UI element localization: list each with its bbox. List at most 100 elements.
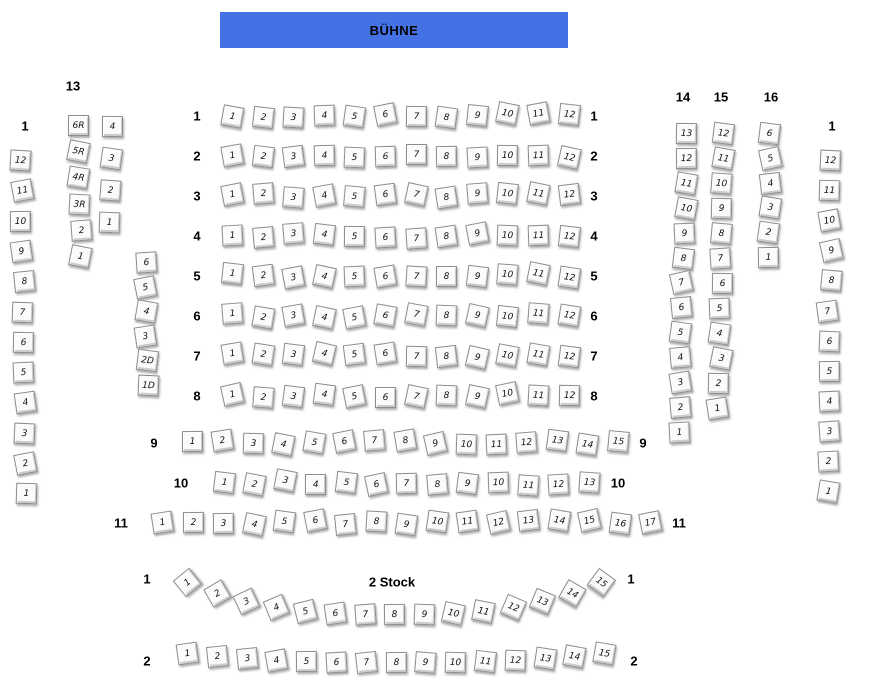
seat-row-4-10[interactable]: 10: [497, 224, 519, 246]
seat-row-6-1[interactable]: 1: [221, 302, 244, 326]
seat-right-col-16-6[interactable]: 6: [757, 121, 781, 146]
seat-right-col-15-5[interactable]: 5: [708, 297, 731, 320]
seat-row-9-5[interactable]: 5: [301, 430, 327, 455]
seat-row-8-1[interactable]: 1: [219, 382, 246, 408]
seat-row-3-5[interactable]: 5: [343, 185, 367, 209]
seat-stock-row-1-2[interactable]: 2: [202, 578, 232, 608]
seat-row-7-11[interactable]: 11: [526, 342, 551, 368]
seat-row-9-15[interactable]: 15: [606, 430, 630, 454]
seat-stock-row-2-3[interactable]: 3: [235, 647, 259, 671]
seat-row-1-6[interactable]: 6: [373, 102, 398, 128]
seat-row-7-2[interactable]: 2: [251, 342, 276, 367]
seat-row-6-5[interactable]: 5: [342, 304, 368, 330]
seat-row-2-4[interactable]: 4: [313, 144, 336, 167]
seat-gallery13-col-a-4R[interactable]: 4R: [66, 165, 91, 190]
seat-row-5-11[interactable]: 11: [526, 260, 551, 286]
seat-row-11-9[interactable]: 9: [394, 512, 419, 537]
seat-right-col-15-10[interactable]: 10: [710, 172, 734, 195]
seat-left-wall-12[interactable]: 12: [9, 149, 32, 172]
seat-row-10-2[interactable]: 2: [242, 472, 268, 498]
seat-row-4-8[interactable]: 8: [434, 224, 459, 249]
seat-right-col-15-8[interactable]: 8: [709, 222, 733, 245]
seat-row-5-4[interactable]: 4: [311, 264, 337, 290]
seat-right-col-16-2[interactable]: 2: [756, 220, 781, 245]
seat-row-7-9[interactable]: 9: [464, 345, 490, 371]
seat-stock-row-1-10[interactable]: 10: [441, 600, 467, 626]
seat-left-wall-6[interactable]: 6: [12, 331, 34, 353]
seat-stock-row-2-5[interactable]: 5: [296, 650, 318, 673]
seat-row-11-4[interactable]: 4: [241, 512, 267, 538]
seat-row-1-5[interactable]: 5: [343, 104, 367, 129]
seat-row-11-14[interactable]: 14: [546, 508, 572, 533]
seat-stock-row-2-8[interactable]: 8: [385, 651, 407, 674]
seat-left-wall-7[interactable]: 7: [11, 301, 34, 323]
seat-row-9-10[interactable]: 10: [455, 433, 477, 456]
seat-right-col-14-5[interactable]: 5: [668, 320, 693, 345]
seat-row-10-9[interactable]: 9: [455, 471, 480, 495]
seat-left-wall-5[interactable]: 5: [12, 361, 35, 384]
seat-stock-row-1-15[interactable]: 15: [587, 567, 617, 598]
seat-row-5-8[interactable]: 8: [436, 266, 458, 288]
seat-row-3-6[interactable]: 6: [373, 182, 398, 207]
seat-gallery13-col-b-3[interactable]: 3: [99, 146, 124, 171]
seat-stock-row-2-9[interactable]: 9: [414, 651, 438, 674]
seat-right-col-15-11[interactable]: 11: [711, 146, 736, 171]
seat-row-10-7[interactable]: 7: [396, 473, 418, 495]
seat-row-9-3[interactable]: 3: [242, 433, 265, 455]
seat-gallery13-col-b-4[interactable]: 4: [101, 115, 123, 138]
seat-row-5-1[interactable]: 1: [220, 261, 245, 285]
seat-right-col-14-13[interactable]: 13: [675, 122, 698, 145]
seat-row-4-1[interactable]: 1: [221, 224, 244, 247]
seat-right-col-14-10[interactable]: 10: [674, 195, 699, 221]
seat-row-9-13[interactable]: 13: [545, 428, 570, 453]
seat-row-2-5[interactable]: 5: [343, 146, 366, 169]
seat-row-10-1[interactable]: 1: [212, 470, 237, 494]
seat-row-10-3[interactable]: 3: [273, 468, 298, 494]
seat-row-11-10[interactable]: 10: [425, 509, 449, 534]
seat-stock-row-2-15[interactable]: 15: [592, 641, 617, 666]
seat-stock-row-1-12[interactable]: 12: [499, 593, 527, 621]
seat-row-5-9[interactable]: 9: [465, 265, 489, 289]
seat-row-3-2[interactable]: 2: [251, 182, 275, 205]
seat-row-11-12[interactable]: 12: [485, 509, 511, 536]
seat-stock-row-2-6[interactable]: 6: [325, 651, 348, 674]
seat-row-7-1[interactable]: 1: [220, 341, 245, 366]
seat-row-11-1[interactable]: 1: [150, 510, 175, 534]
seat-gallery13-col-b-2[interactable]: 2: [99, 179, 122, 202]
seat-row-6-7[interactable]: 7: [403, 302, 429, 328]
seat-left-wall-1[interactable]: 1: [15, 483, 38, 505]
seat-row-10-12[interactable]: 12: [547, 473, 570, 496]
seat-row-3-4[interactable]: 4: [312, 183, 337, 208]
seat-row-8-3[interactable]: 3: [281, 384, 306, 408]
seat-row-10-11[interactable]: 11: [517, 473, 540, 497]
seat-row-4-4[interactable]: 4: [312, 222, 336, 246]
seat-row-2-7[interactable]: 7: [405, 143, 427, 165]
seat-right-col-15-1[interactable]: 1: [705, 396, 730, 421]
seat-right-col-14-8[interactable]: 8: [671, 246, 696, 270]
seat-gallery13-col-a-1[interactable]: 1: [68, 244, 93, 269]
seat-left-wall-10[interactable]: 10: [10, 210, 32, 232]
seat-stock-row-2-2[interactable]: 2: [205, 644, 229, 669]
seat-row-11-7[interactable]: 7: [334, 513, 357, 537]
seat-left-wall-9[interactable]: 9: [9, 239, 34, 264]
seat-row-5-6[interactable]: 6: [373, 264, 398, 290]
seat-stock-row-1-9[interactable]: 9: [413, 603, 436, 626]
seat-row-11-2[interactable]: 2: [182, 511, 204, 533]
seat-left-mid-3[interactable]: 3: [133, 324, 158, 348]
seat-row-6-6[interactable]: 6: [373, 303, 398, 328]
seat-row-11-3[interactable]: 3: [212, 512, 235, 534]
seat-left-wall-2[interactable]: 2: [12, 451, 38, 476]
seat-left-wall-4[interactable]: 4: [13, 391, 38, 415]
seat-row-1-10[interactable]: 10: [495, 100, 521, 126]
seat-right-col-14-6[interactable]: 6: [669, 296, 693, 320]
seat-right-col-14-11[interactable]: 11: [674, 171, 699, 196]
seat-row-4-9[interactable]: 9: [464, 220, 490, 246]
seat-right-col-15-7[interactable]: 7: [709, 247, 732, 270]
seat-row-1-8[interactable]: 8: [434, 105, 459, 130]
seat-stock-row-2-10[interactable]: 10: [444, 651, 467, 673]
seat-row-4-12[interactable]: 12: [557, 224, 581, 248]
seat-stock-row-2-13[interactable]: 13: [533, 646, 558, 671]
seat-right-col-14-1[interactable]: 1: [668, 421, 691, 444]
seat-left-mid-4[interactable]: 4: [134, 299, 159, 324]
seat-row-2-9[interactable]: 9: [466, 146, 489, 169]
